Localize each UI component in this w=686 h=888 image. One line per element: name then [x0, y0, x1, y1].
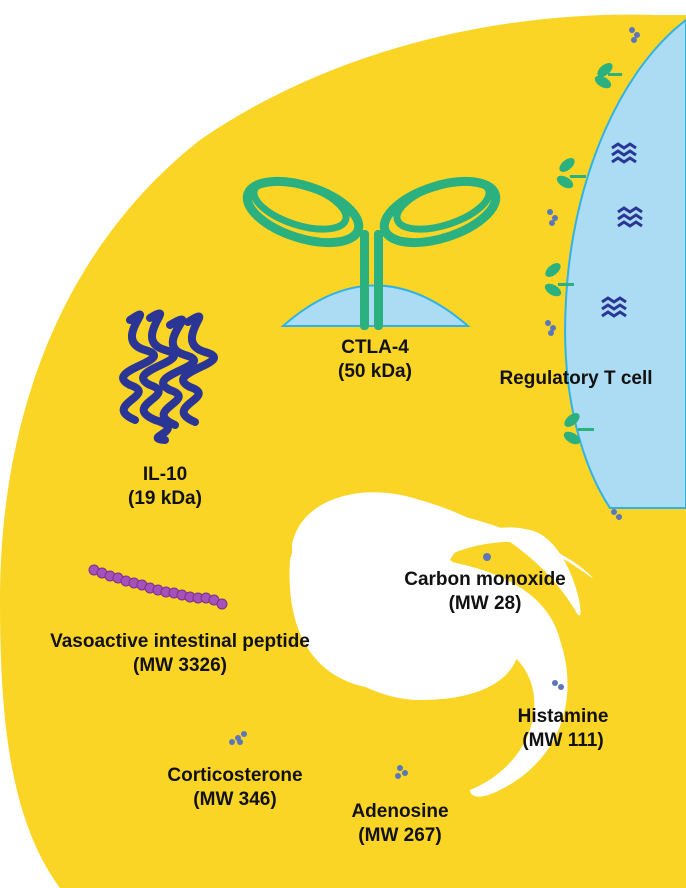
spiral-shape — [0, 14, 686, 888]
treg-label: Regulatory T cell — [466, 367, 686, 391]
ctla4-label: CTLA-4 (50 kDa) — [300, 336, 450, 384]
adenosine-name: Adenosine — [351, 801, 449, 822]
adenosine-size: (MW 267) — [358, 825, 442, 846]
ctla4-surface-1 — [594, 63, 622, 89]
ctla4-surface-3 — [544, 263, 574, 297]
ctla4-size: (50 kDa) — [338, 361, 412, 382]
histamine-name: Histamine — [517, 706, 609, 727]
il10-size: (19 kDa) — [128, 488, 202, 509]
il10-name: IL-10 — [142, 464, 188, 485]
vip-peptide-icon — [88, 564, 228, 610]
corticosterone-label: Corticosterone (MW 346) — [135, 764, 335, 812]
il10-intracellular-2 — [617, 206, 643, 228]
histamine-label: Histamine (MW 111) — [488, 705, 638, 753]
co-label: Carbon monoxide (MW 28) — [390, 568, 580, 616]
vip-name: Vasoactive intestinal peptide — [50, 631, 310, 652]
adenosine-label: Adenosine (MW 267) — [320, 800, 480, 848]
regulatory-t-cell-body — [564, 18, 686, 509]
vip-label: Vasoactive intestinal peptide (MW 3326) — [10, 630, 350, 678]
spiral-hole-inner — [289, 505, 593, 797]
ctla4-surface-2 — [556, 158, 586, 189]
corticosterone-name: Corticosterone — [167, 765, 303, 786]
corticosterone-size: (MW 346) — [193, 789, 277, 810]
ctla4-surface-4 — [563, 413, 594, 445]
histamine-size: (MW 111) — [522, 730, 604, 751]
il10-label: IL-10 (19 kDa) — [90, 463, 240, 511]
il10-intracellular-3 — [601, 296, 627, 318]
co-size: (MW 28) — [448, 593, 522, 614]
co-name: Carbon monoxide — [404, 569, 566, 590]
ctla4-name: CTLA-4 — [341, 337, 409, 358]
il10-protein-icon — [119, 309, 218, 444]
small-molecule-icon — [229, 27, 640, 779]
treg-name: Regulatory T cell — [499, 368, 653, 389]
il10-intracellular-1 — [611, 142, 637, 164]
vip-size: (MW 3326) — [133, 655, 227, 676]
ctla4-protein-icon — [242, 176, 501, 330]
